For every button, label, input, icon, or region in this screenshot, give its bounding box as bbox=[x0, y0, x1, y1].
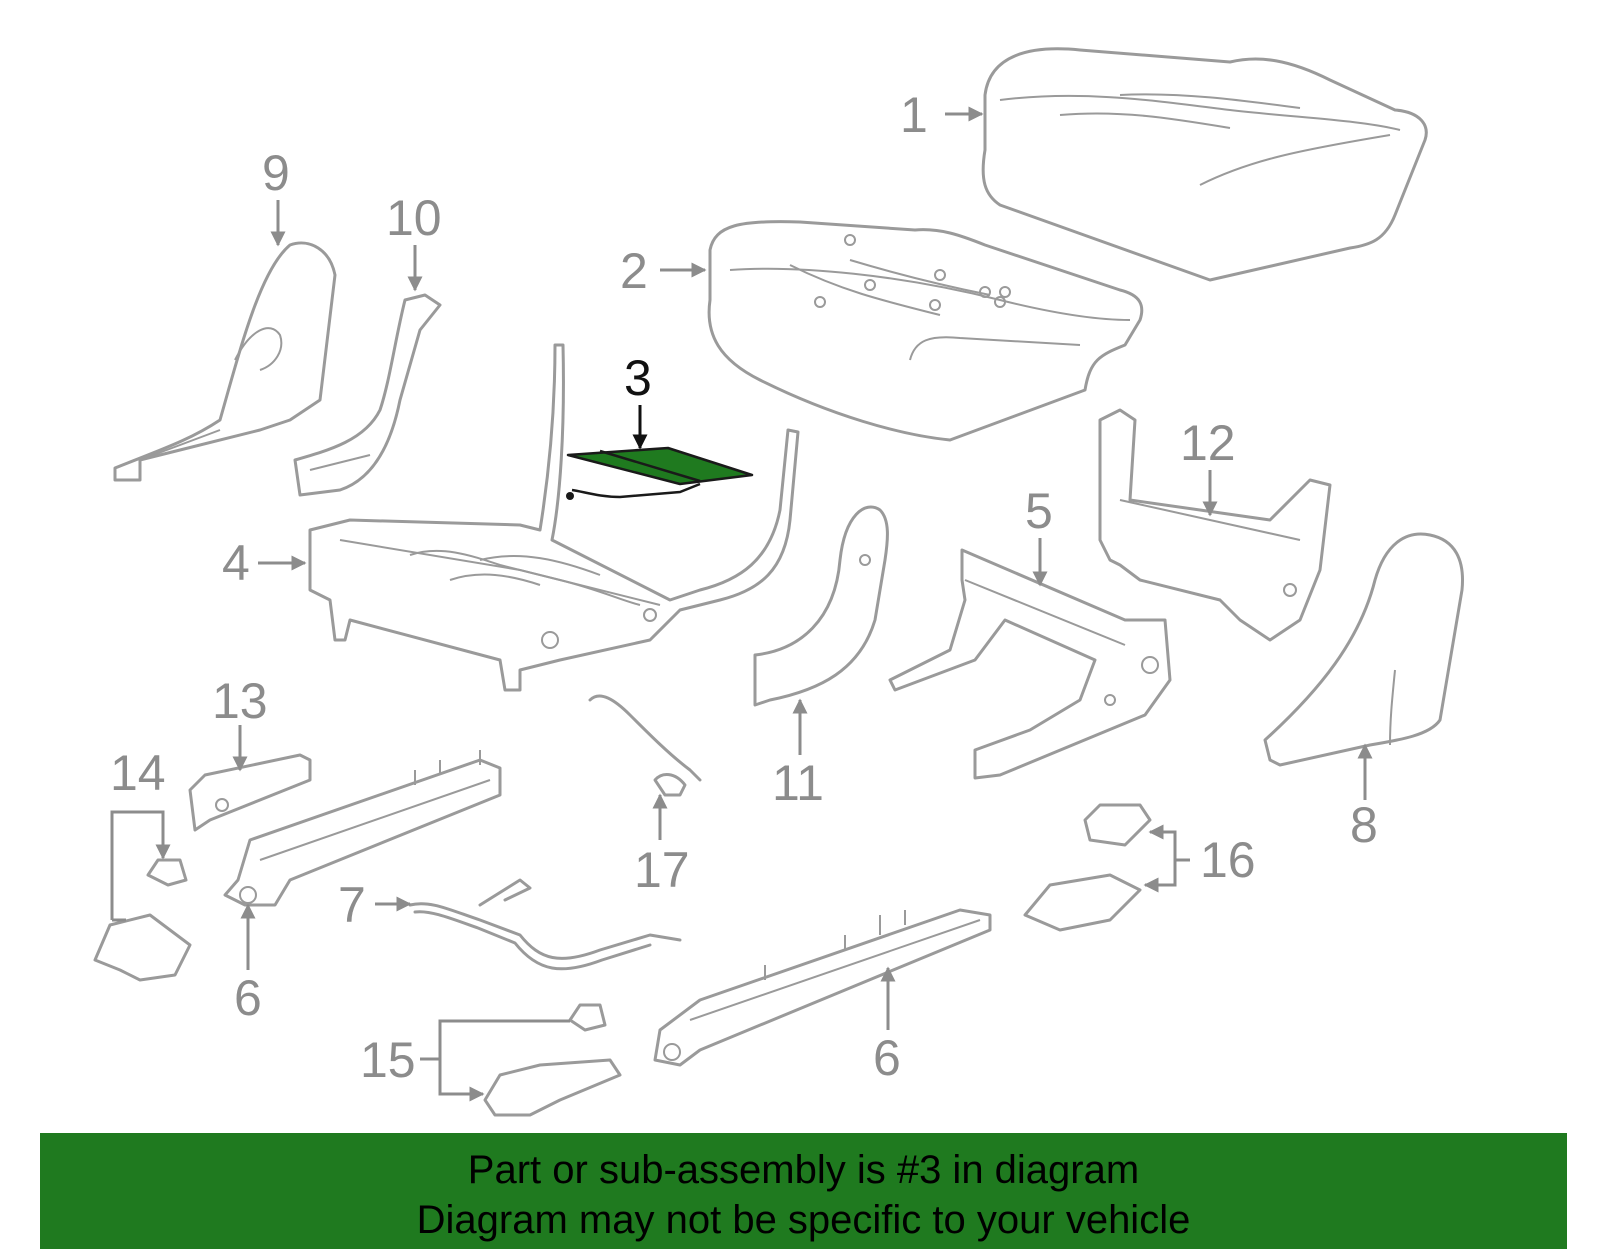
callout-15: 15 bbox=[360, 1032, 416, 1088]
part-5-adjuster-frame bbox=[888, 548, 1172, 780]
callout-4: 4 bbox=[222, 535, 250, 591]
callout-5: 5 bbox=[1025, 483, 1053, 539]
callout-3: 3 bbox=[624, 350, 652, 406]
callout-6-left: 6 bbox=[234, 970, 262, 1026]
banner-line-2: Diagram may not be specific to your vehi… bbox=[416, 1198, 1191, 1242]
info-banner: Part or sub-assembly is #3 in diagram Di… bbox=[40, 1133, 1567, 1249]
part-9-side-shield bbox=[113, 241, 337, 482]
part-2-cushion-pad bbox=[707, 220, 1144, 442]
part-1-cushion-cover bbox=[981, 47, 1428, 282]
banner-line-1: Part or sub-assembly is #3 in diagram bbox=[467, 1148, 1140, 1192]
callout-9: 9 bbox=[262, 145, 290, 201]
part-6-right-track bbox=[653, 908, 992, 1067]
part-10-trim-panel bbox=[293, 293, 442, 497]
leader-arrows bbox=[110, 106, 1373, 1102]
part-4-seat-frame bbox=[308, 343, 800, 692]
part-17-harness bbox=[588, 694, 702, 797]
part-14-end-caps bbox=[93, 858, 192, 982]
part-13-bracket bbox=[188, 753, 312, 832]
part-16-covers bbox=[1023, 803, 1152, 932]
part-11-trim-bracket bbox=[753, 505, 889, 707]
part-8-side-trim-right bbox=[1263, 532, 1465, 767]
callout-11: 11 bbox=[772, 755, 824, 811]
callout-17: 17 bbox=[634, 842, 690, 898]
callout-14: 14 bbox=[110, 745, 166, 801]
callout-16: 16 bbox=[1200, 832, 1256, 888]
part-12-cross-member bbox=[1098, 408, 1332, 642]
callout-6-right: 6 bbox=[873, 1030, 901, 1086]
part-15-end-caps bbox=[483, 1003, 622, 1117]
callout-8: 8 bbox=[1350, 797, 1378, 853]
callout-2: 2 bbox=[620, 243, 648, 299]
callout-7: 7 bbox=[338, 877, 366, 933]
callout-1: 1 bbox=[900, 87, 928, 143]
part-6-left-track bbox=[223, 750, 502, 907]
callout-13: 13 bbox=[212, 673, 268, 729]
part-3-heater-mat bbox=[566, 446, 754, 500]
callout-10: 10 bbox=[386, 190, 442, 246]
part-7-linkage bbox=[408, 878, 682, 971]
callout-12: 12 bbox=[1180, 415, 1236, 471]
